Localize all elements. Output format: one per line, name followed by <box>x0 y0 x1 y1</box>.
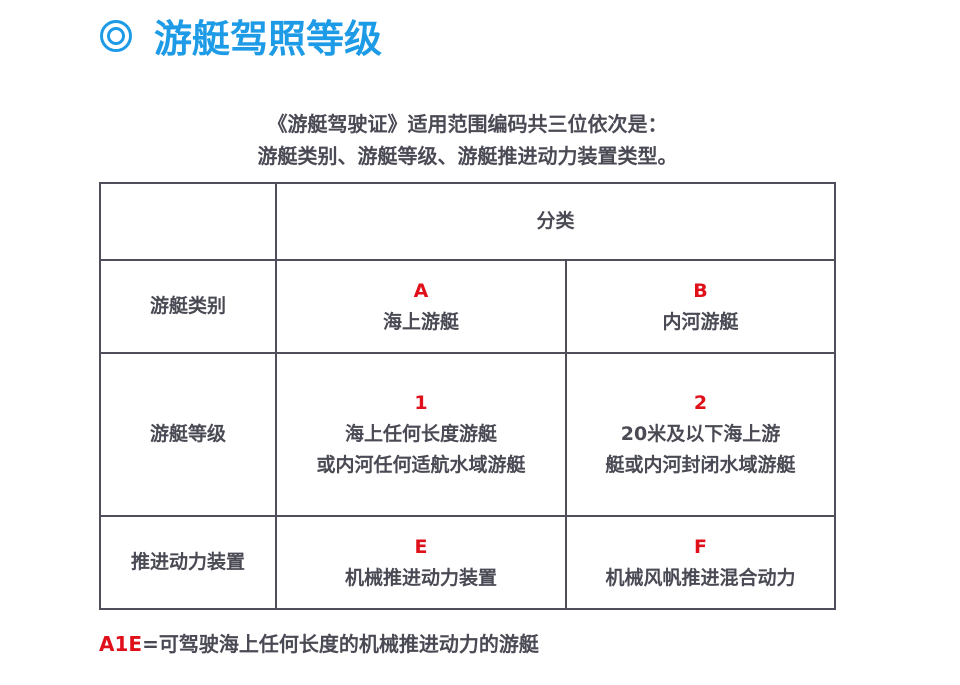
row-label: 游艇类别 <box>99 259 277 354</box>
title-text: 游艇驾照等级 <box>154 17 383 61</box>
intro-line: 《游艇驾驶证》适用范围编码共三位依次是： <box>267 112 668 136</box>
double-circle-icon <box>100 19 132 52</box>
example-note: A1E=可驾驶海上任何长度的机械推进动力的游艇 <box>99 628 539 657</box>
header-cell: 分类 <box>275 182 836 261</box>
page-title: 游艇驾照等级 <box>100 8 382 63</box>
example-code: A1E <box>99 632 143 656</box>
table-header-row: 分类 <box>99 182 836 261</box>
intro-line: 游艇类别、游艇等级、游艇推进动力装置类型。 <box>257 144 678 168</box>
empty-cell <box>99 182 277 261</box>
intro-text: 《游艇驾驶证》适用范围编码共三位依次是： 游艇类别、游艇等级、游艇推进动力装置类… <box>0 108 935 172</box>
row-label: 游艇等级 <box>99 352 277 517</box>
example-text: =可驾驶海上任何长度的机械推进动力的游艇 <box>142 632 539 656</box>
row-label: 推进动力装置 <box>99 515 277 610</box>
